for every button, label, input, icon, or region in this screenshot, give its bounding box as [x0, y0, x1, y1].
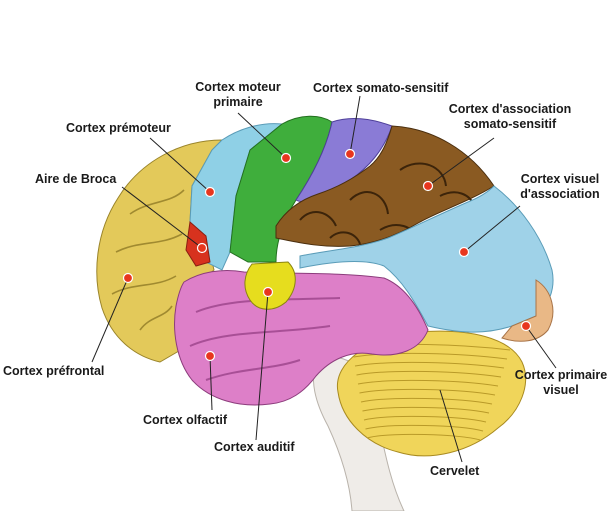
- label-cortex-olfactif: Cortex olfactif: [143, 413, 228, 427]
- visual-association-region: [299, 185, 554, 333]
- label-cortex-moteur-primaire: Cortex moteur primaire: [195, 80, 281, 109]
- temporal-sulcus: [189, 325, 331, 347]
- cerebellum-fold-line: [357, 379, 499, 387]
- label-cortex-primaire-visuel: Cortex primaire visuel: [514, 368, 608, 397]
- leader-somato: [349, 95, 361, 155]
- dot-visuel-assoc: [458, 246, 470, 258]
- frontal-sulcus: [139, 305, 173, 331]
- broca-region: [185, 221, 211, 267]
- region-markers: [122, 148, 532, 362]
- leader-premoteur: [149, 137, 211, 193]
- dot-primaire-visuel: [520, 320, 532, 332]
- cerebellum-fold-line: [354, 361, 505, 369]
- label-aire-de-broca: Aire de Broca: [35, 172, 117, 186]
- leader-olfactif: [209, 355, 213, 411]
- label-cortex-somato-sensitif: Cortex somato-sensitif: [313, 81, 449, 95]
- label-cortex-association-somato-sensitif: Cortex d'association somato-sensitif: [448, 102, 572, 131]
- cerebellum-fold-line: [359, 388, 496, 396]
- leader-prefrontal: [91, 277, 129, 363]
- leader-moteur: [237, 112, 287, 159]
- leader-visuel-assoc: [463, 205, 521, 253]
- dot-olfactif: [204, 350, 216, 362]
- label-cortex-auditif: Cortex auditif: [214, 440, 295, 454]
- cerebellum-fold-line: [362, 406, 490, 414]
- cerebellum-fold-line: [365, 424, 484, 432]
- frontal-sulcus: [129, 189, 185, 215]
- leader-broca: [121, 186, 203, 249]
- label-cortex-premoteur: Cortex prémoteur: [66, 121, 171, 135]
- dot-somato: [344, 148, 356, 160]
- assoc-gyrus: [399, 162, 447, 187]
- primary-visual-region: [501, 279, 554, 342]
- leader-auditif: [255, 291, 269, 441]
- leader-cervelet: [439, 389, 463, 463]
- cerebellum-fold-line: [353, 352, 508, 360]
- dot-prefrontal: [122, 272, 134, 284]
- dot-auditif: [262, 286, 274, 298]
- leader-lines: [91, 95, 557, 463]
- label-cortex-visuel-association: Cortex visuel d'association: [520, 172, 600, 201]
- auditory-region: [244, 261, 296, 310]
- temporal-sulcus: [205, 359, 301, 381]
- cerebellum-fold-line: [366, 433, 481, 441]
- label-cervelet: Cervelet: [430, 464, 480, 478]
- assoc-gyrus: [349, 191, 389, 215]
- dot-broca: [196, 242, 208, 254]
- cerebellum-fold-line: [360, 397, 493, 405]
- cerebellum-fold-line: [363, 415, 487, 423]
- assoc-gyrus: [299, 211, 337, 227]
- leader-assoc: [427, 137, 495, 187]
- frontal-gyri: [111, 189, 185, 331]
- frontal-sulcus: [111, 275, 177, 295]
- assoc-gyrus: [329, 231, 361, 245]
- dot-assoc: [422, 180, 434, 192]
- frontal-sulcus: [115, 233, 183, 253]
- dot-moteur: [280, 152, 292, 164]
- association-gyri: [299, 162, 475, 245]
- dot-premoteur: [204, 186, 216, 198]
- leader-primaire-visuel: [525, 325, 557, 369]
- label-cortex-prefrontal: Cortex préfrontal: [3, 364, 105, 378]
- cerebellum-fold-line: [356, 370, 502, 378]
